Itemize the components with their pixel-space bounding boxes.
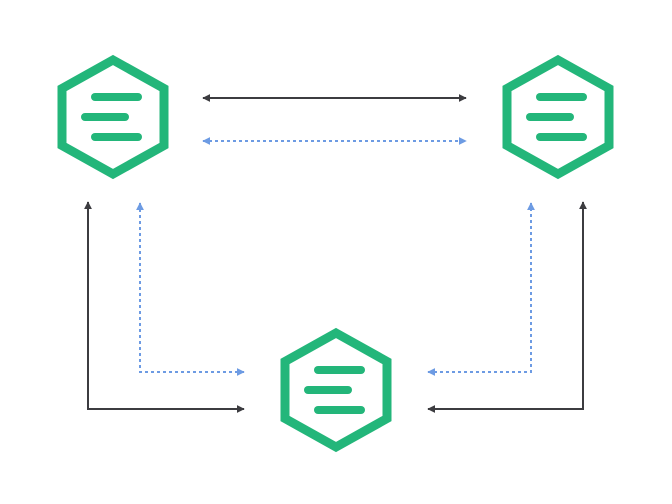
connection-bc-tl-dotted (136, 202, 245, 376)
connection-bc-tr-dotted (427, 202, 535, 376)
connections (84, 94, 587, 413)
hexagon-lines-icon (57, 54, 169, 180)
hexagon-lines-icon (502, 54, 614, 180)
connection-bc-tl-solid (84, 201, 245, 413)
hexagon-lines-icon (280, 327, 392, 453)
node-top-right (502, 54, 614, 180)
node-top-left (57, 54, 169, 180)
connection-bc-tr-solid (427, 201, 587, 413)
node-bottom-center (280, 327, 392, 453)
